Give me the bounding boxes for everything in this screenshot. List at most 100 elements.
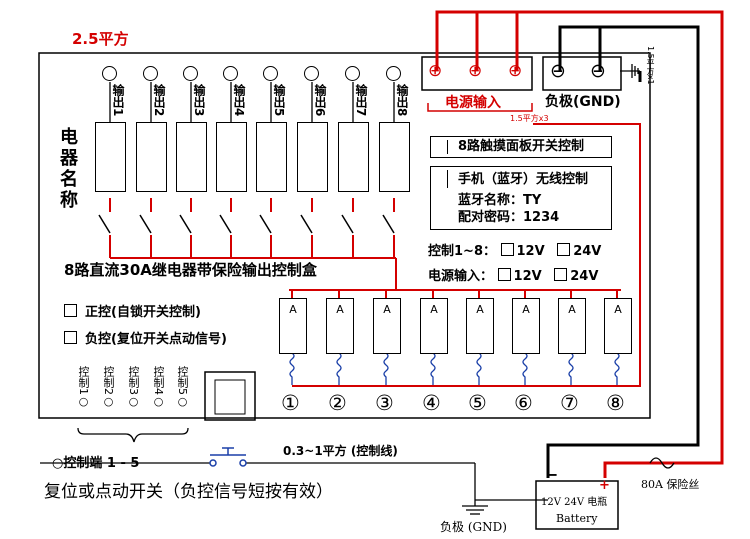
channel-number: ⑧ xyxy=(606,391,625,415)
main-fuse-label: 80A 保险丝 xyxy=(641,478,700,491)
control-box-outline xyxy=(38,52,651,419)
control-label: 控制5 xyxy=(176,366,189,395)
channel-number: ① xyxy=(281,391,300,415)
channel-number: ② xyxy=(328,391,347,415)
power-bracket xyxy=(427,103,533,112)
output-terminal xyxy=(386,66,401,81)
channel-number: ⑥ xyxy=(514,391,533,415)
relay xyxy=(379,122,410,192)
output-label: 输出6 xyxy=(313,84,327,117)
output-terminal xyxy=(263,66,278,81)
output-label: 输出3 xyxy=(192,84,206,117)
blade-fuse: A xyxy=(326,298,354,354)
power-voltage-row: 电源输入： 12V 24V xyxy=(428,268,598,283)
control-terminal: 控制5○ xyxy=(176,366,189,408)
battery-line1: 12V 24V 电瓶 xyxy=(541,497,608,508)
mode-positive-row: 正控(自锁开关控制) xyxy=(64,304,201,319)
relay xyxy=(338,122,369,192)
output-label: 输出5 xyxy=(272,84,286,117)
control-terminal-label: ○控制端 1 - 5 xyxy=(52,456,140,471)
relay xyxy=(176,122,207,192)
output-label: 输出8 xyxy=(395,84,409,117)
relay xyxy=(216,122,247,192)
relay xyxy=(256,122,287,192)
battery-minus: − xyxy=(545,465,559,484)
ground-symbol-top xyxy=(620,64,640,78)
power-wire-label: 1.5平方x3 xyxy=(510,114,549,123)
control-bracket xyxy=(77,427,189,443)
bluetooth-code: 配对密码：1234 xyxy=(458,210,560,225)
bluetooth-name: 蓝牙名称：TY xyxy=(458,193,542,208)
control-label: 控制2 xyxy=(102,366,115,395)
wire-size-label: 2.5平方 xyxy=(72,30,129,48)
relay xyxy=(136,122,167,192)
minus-terminal-icon: ⊖ xyxy=(550,60,566,82)
power-12v-label: 12V xyxy=(513,269,542,284)
relay xyxy=(95,122,126,192)
blade-fuse: A xyxy=(373,298,401,354)
reset-button-switch xyxy=(209,447,247,467)
channel-number: ③ xyxy=(375,391,394,415)
gnd-label: 负极(GND) xyxy=(545,94,621,110)
control-terminal: 控制4○ xyxy=(152,366,165,408)
output-terminal xyxy=(102,66,117,81)
bluetooth-label: 手机（蓝牙）无线控制 xyxy=(458,172,589,187)
control-label: 控制4 xyxy=(152,366,165,395)
control-wire-label: 0.3~1平方 (控制线) xyxy=(283,444,398,458)
minus-terminal-icon: ⊖ xyxy=(590,60,606,82)
plus-terminal-icon: ⊕ xyxy=(508,61,523,81)
battery-box xyxy=(535,480,619,530)
control-12v-checkbox[interactable] xyxy=(500,243,514,256)
gnd-wires xyxy=(546,25,700,478)
relay xyxy=(297,122,328,192)
device-name-label: 电器名称 xyxy=(57,127,78,211)
blade-fuse: A xyxy=(420,298,448,354)
mode-negative-checkbox[interactable] xyxy=(64,331,77,344)
ground-symbol-bottom xyxy=(462,500,488,515)
power-voltage-label: 电源输入： xyxy=(428,269,494,284)
power-24v-label: 24V xyxy=(570,269,599,284)
plus-terminal-icon: ⊕ xyxy=(428,61,443,81)
mode-positive-label: 正控(自锁开关控制) xyxy=(85,305,201,320)
blade-fuse: A xyxy=(558,298,586,354)
power-24v-checkbox[interactable] xyxy=(554,268,568,281)
output-label: 输出7 xyxy=(354,84,368,117)
power-wires xyxy=(435,10,724,478)
output-label: 输出2 xyxy=(152,84,166,117)
battery-plus: + xyxy=(599,478,610,493)
control-label: 控制3 xyxy=(127,366,140,395)
control-terminal: 控制1○ xyxy=(77,366,90,408)
relay-to-switch xyxy=(109,198,395,258)
control-24v-checkbox[interactable] xyxy=(557,243,571,256)
control-terminal: 控制2○ xyxy=(102,366,115,408)
touch-panel-box: 8路触摸面板开关控制 xyxy=(430,136,612,158)
fuse-leads xyxy=(291,290,618,298)
main-fuse-symbol xyxy=(649,457,675,469)
channel-number: ④ xyxy=(422,391,441,415)
blade-fuse: A xyxy=(512,298,540,354)
blade-fuse: A xyxy=(604,298,632,354)
output-terminal xyxy=(223,66,238,81)
output-terminal xyxy=(183,66,198,81)
channel-number: ⑦ xyxy=(560,391,579,415)
plus-terminal-icon: ⊕ xyxy=(468,61,483,81)
power-12v-checkbox[interactable] xyxy=(497,268,511,281)
mode-negative-row: 负控(复位开关点动信号) xyxy=(64,331,227,346)
internal-bus xyxy=(110,123,641,387)
switch-caption: 复位或点动开关（负控信号短按有效） xyxy=(44,482,333,502)
gnd-bottom-label: 负极 (GND) xyxy=(440,520,507,534)
control-12v-label: 12V xyxy=(516,244,545,259)
output-terminal xyxy=(143,66,158,81)
blade-fuse: A xyxy=(279,298,307,354)
output-terminal xyxy=(345,66,360,81)
touch-panel-label: 8路触摸面板开关控制 xyxy=(458,139,585,154)
control-label: 控制1 xyxy=(77,366,90,395)
power-input-label: 电源输入 xyxy=(445,95,501,111)
output-terminal xyxy=(304,66,319,81)
bluetooth-box: 手机（蓝牙）无线控制 蓝牙名称：TY 配对密码：1234 xyxy=(430,166,612,230)
control-voltage-label: 控制1~8： xyxy=(428,244,496,259)
mode-negative-label: 负控(复位开关点动信号) xyxy=(85,332,227,347)
channel-number: ⑤ xyxy=(468,391,487,415)
mode-positive-checkbox[interactable] xyxy=(64,304,77,317)
